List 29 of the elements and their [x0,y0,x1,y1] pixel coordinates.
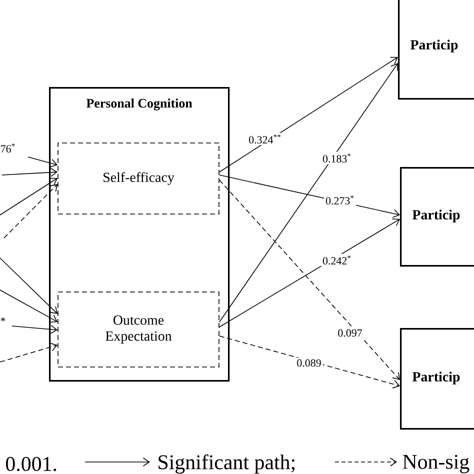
arrow [219,218,400,328]
outcome-box: Particip [398,0,474,100]
edge-label: 76$^{*}$ [0,142,18,154]
arrow [219,336,400,388]
outcome-box: Particip [400,328,474,430]
dashed-box: Outcome Expectation [58,292,220,368]
arrow [219,63,398,322]
arrow [0,178,58,216]
edge-label: 0.324$^{**}$ [247,132,283,146]
edge-label: 0.183$^{*}$ [321,152,353,164]
edge-label: 0.242$^{*}$ [321,254,353,266]
arrow [4,184,58,238]
arrow [28,156,58,168]
arrow [0,290,58,323]
arrow [219,180,400,380]
arrow [219,56,398,172]
edge-label: * [0,316,8,326]
arrow [2,168,58,177]
edge-label: 0.089 [295,358,323,368]
arrow [0,258,58,314]
edge-label: 0.097 [336,328,364,338]
dashed-box: Self-efficacy [58,142,220,214]
arrow [0,342,58,362]
arrow [12,325,58,334]
edge-label: 0.273$^{*}$ [324,194,356,206]
legend-text: Significant path; [158,454,294,474]
outcome-box: Particip [400,167,474,267]
note-text: 0.001. [6,456,56,472]
legend-text: Non-sig [402,454,470,474]
